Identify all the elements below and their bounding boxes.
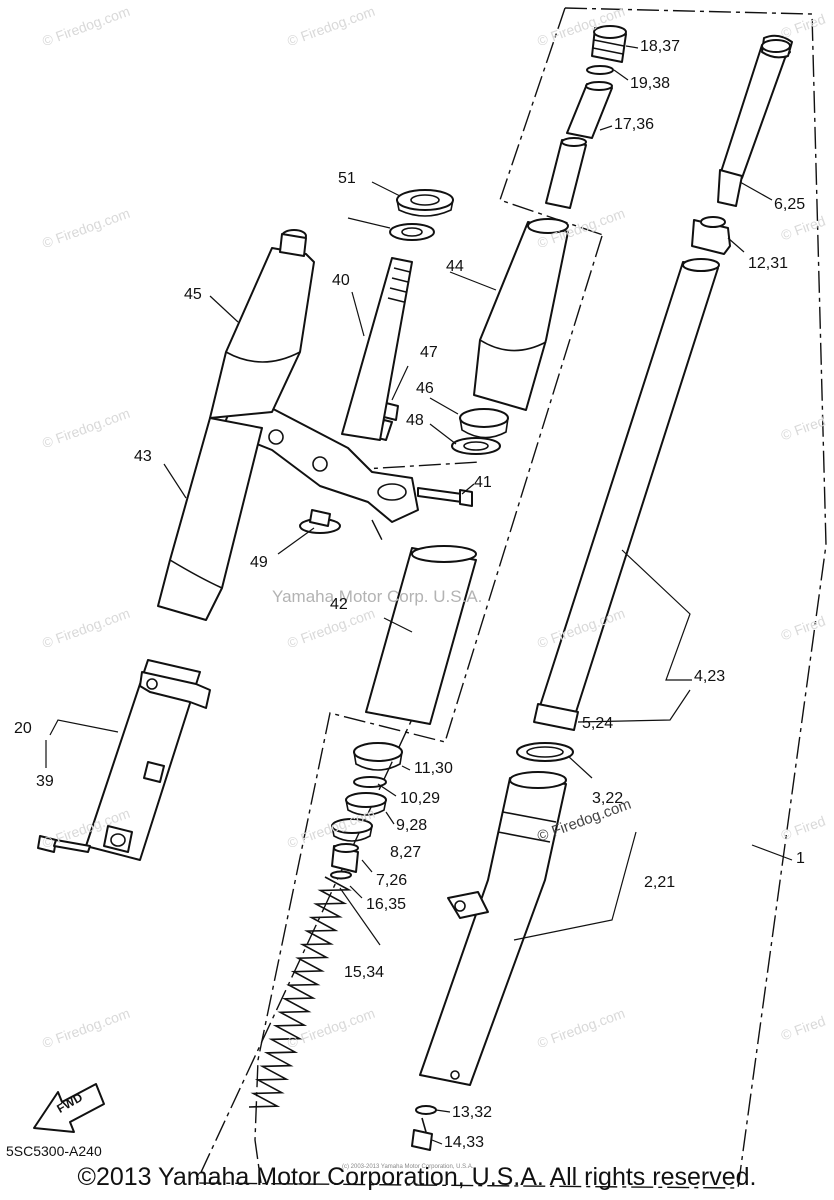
label-47: 47 bbox=[420, 344, 438, 361]
diagram-code: 5SC5300-A240 bbox=[6, 1143, 102, 1159]
outline-group-damper bbox=[346, 461, 481, 541]
label-19-38: 19,38 bbox=[630, 75, 671, 92]
tiny-copyright: (c) 2003-2013 Yamaha Motor Corporation, … bbox=[342, 1164, 474, 1170]
upper-cover-45 bbox=[209, 229, 315, 419]
label-11-30: 11,30 bbox=[414, 760, 453, 777]
dust-cover-50 bbox=[396, 189, 454, 217]
lock-washer-48 bbox=[451, 437, 501, 455]
label-50: 51 bbox=[338, 170, 356, 187]
label-6-25: 6,25 bbox=[774, 196, 806, 213]
label-41: 41 bbox=[474, 474, 492, 491]
label-8-27: 8,27 bbox=[390, 844, 422, 861]
label-39: 39 bbox=[36, 773, 54, 790]
inner-tube bbox=[533, 258, 720, 731]
fwd-arrow-icon bbox=[33, 1083, 105, 1133]
label-2-21: 2,21 bbox=[644, 874, 676, 891]
damper-cylinder-42 bbox=[365, 545, 477, 725]
nut-12 bbox=[691, 216, 731, 255]
label-3-22: 3,22 bbox=[592, 790, 624, 807]
label-12-31: 12,31 bbox=[748, 255, 789, 272]
bolt-39 bbox=[37, 835, 91, 853]
under-bracket bbox=[221, 399, 419, 523]
parts-stack bbox=[330, 742, 403, 880]
label-45: 45 bbox=[184, 286, 202, 303]
label-16-35: 16,35 bbox=[366, 896, 407, 913]
label-20: 20 bbox=[14, 720, 32, 737]
label-18-37: 18,37 bbox=[640, 38, 681, 55]
damper-rod-top bbox=[717, 34, 793, 207]
outer-tube-right bbox=[419, 771, 567, 1086]
label-5-24: 5,24 bbox=[582, 715, 614, 732]
label-43: 43 bbox=[134, 448, 152, 465]
label-7-26: 7,26 bbox=[376, 872, 408, 889]
label-44: 44 bbox=[446, 258, 464, 275]
label-9-28: 9,28 bbox=[396, 817, 428, 834]
bolt-41 bbox=[417, 487, 473, 507]
bolt-14 bbox=[411, 1117, 433, 1151]
o-ring-19 bbox=[586, 65, 614, 75]
left-fork-43 bbox=[157, 417, 263, 621]
outline-group-1 bbox=[194, 7, 827, 1189]
washer-13 bbox=[415, 1105, 437, 1115]
nut-49 bbox=[299, 509, 341, 534]
label-42: 42 bbox=[330, 596, 348, 613]
upper-cover-44 bbox=[473, 218, 569, 411]
label-1: 1 bbox=[796, 850, 805, 867]
label-40: 40 bbox=[332, 272, 350, 289]
label-17-36: 17,36 bbox=[614, 116, 655, 133]
label-10-29: 10,29 bbox=[400, 790, 441, 807]
label-15-34: 15,34 bbox=[344, 964, 385, 981]
outer-tube-left bbox=[85, 659, 211, 861]
copyright-footer: ©2013 Yamaha Motor Corporation, U.S.A. A… bbox=[77, 1163, 757, 1191]
label-46: 46 bbox=[416, 380, 434, 397]
washer-51 bbox=[389, 223, 435, 241]
center-watermark: Yamaha Motor Corp. U.S.A. bbox=[272, 587, 483, 606]
steering-stem-40 bbox=[341, 257, 413, 441]
label-48: 48 bbox=[406, 412, 424, 429]
fork-spring bbox=[248, 876, 352, 1108]
cap-bolt bbox=[591, 25, 627, 63]
spacer-17 bbox=[545, 81, 613, 209]
label-13-32: 13,32 bbox=[452, 1104, 493, 1121]
outline-group-outer-tube bbox=[254, 235, 603, 1184]
oil-seal bbox=[516, 742, 574, 762]
ring-nut-46 bbox=[459, 408, 509, 439]
label-4-23: 4,23 bbox=[694, 668, 726, 685]
label-49: 49 bbox=[250, 554, 268, 571]
label-14-33: 14,33 bbox=[444, 1134, 485, 1151]
leader-lines bbox=[45, 45, 793, 1145]
